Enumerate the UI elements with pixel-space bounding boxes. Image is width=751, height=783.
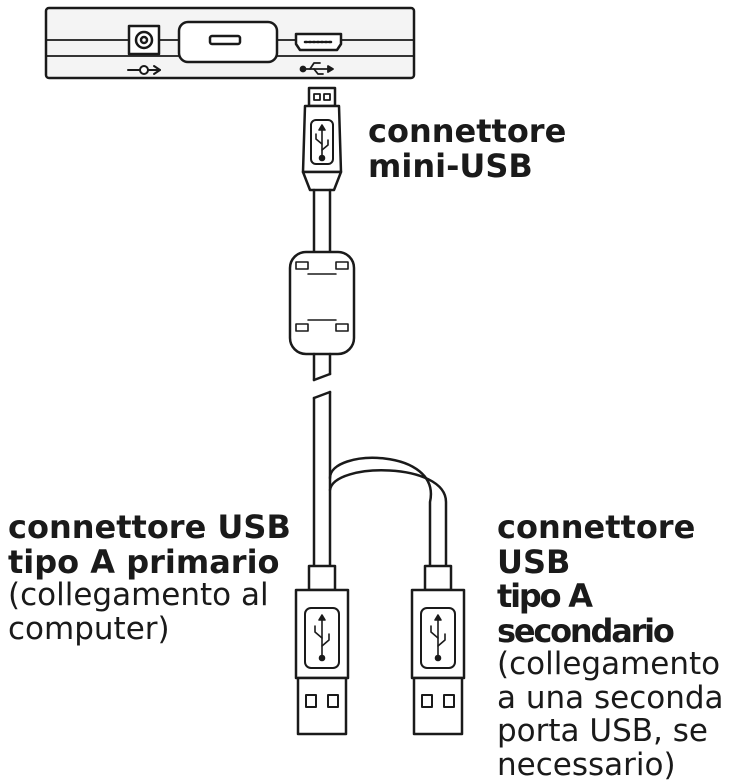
- secondary-label-line5: porta USB, se: [497, 713, 708, 750]
- mini-usb-label-line2: mini-USB: [368, 146, 533, 185]
- y-split-cable: [312, 390, 448, 568]
- secondary-label-line1: connettore USB: [497, 508, 696, 581]
- usb-symbol-icon: [430, 614, 446, 662]
- primary-label-line3: (collegamento al: [8, 577, 269, 614]
- primary-label-line2: tipo A primario: [8, 542, 280, 581]
- mini-usb-connector-label: connettore mini-USB: [368, 114, 566, 183]
- usb-a-primary-connector: [294, 564, 350, 736]
- mini-usb-label-line1: connettore: [368, 112, 567, 150]
- usb-symbol-icon: [299, 62, 334, 75]
- primary-connector-label: connettore USB tipo A primario (collegam…: [8, 510, 291, 646]
- usb-symbol-icon: [315, 124, 329, 162]
- power-port: [127, 24, 161, 56]
- secondary-label-line3: (collegamento: [497, 646, 721, 683]
- primary-label-line1: connettore USB: [8, 508, 291, 546]
- usb-a-secondary-connector: [410, 564, 466, 736]
- usb-symbol-icon: [314, 614, 330, 662]
- usb-cable-diagram: [44, 6, 466, 736]
- secondary-label-line6: necessario): [497, 746, 676, 783]
- ferrite-core: [288, 250, 356, 356]
- power-symbol-icon: [127, 65, 161, 75]
- secondary-label-line4: a una seconda: [497, 679, 724, 716]
- mini-usb-connector: [301, 86, 343, 192]
- mini-usb-port: [294, 32, 343, 52]
- secondary-connector-label: connettore USB tipo A secondario (colleg…: [497, 510, 751, 782]
- storage-device: [44, 6, 416, 80]
- secondary-label-line2: tipo A secondario: [497, 577, 675, 650]
- primary-label-line4: computer): [8, 610, 170, 647]
